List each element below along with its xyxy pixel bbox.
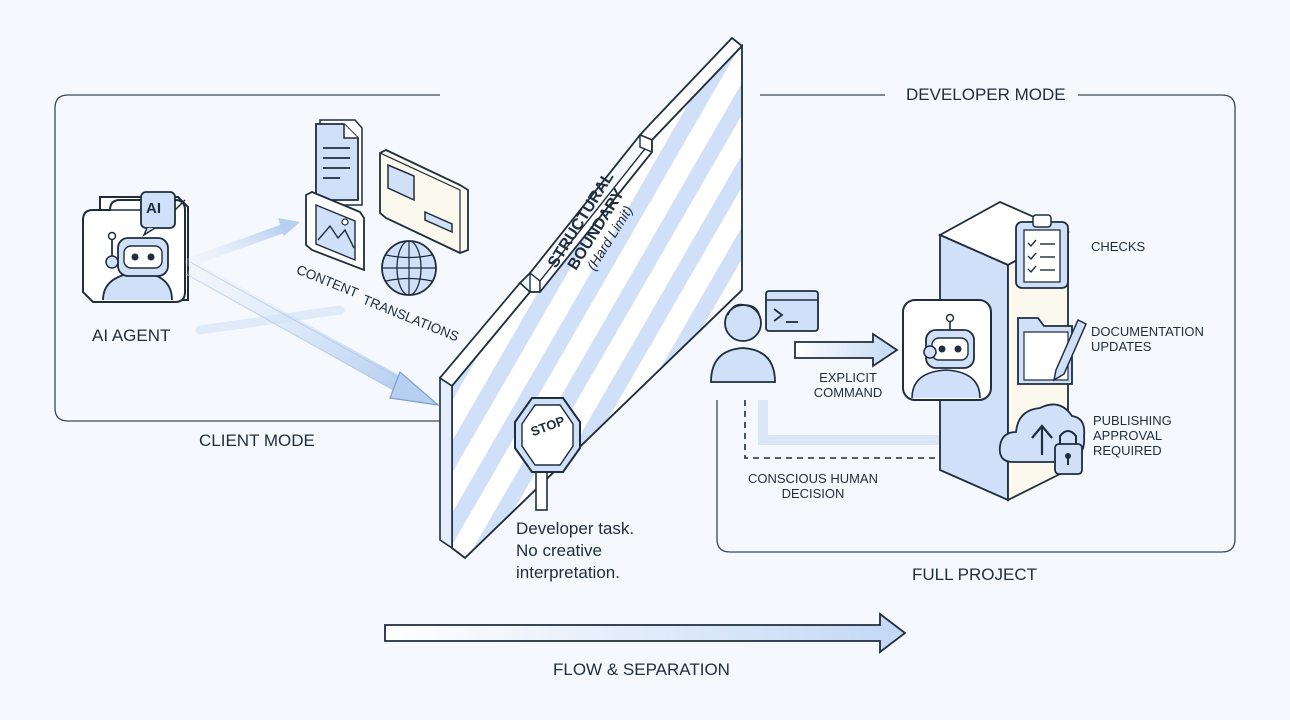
robot-icon bbox=[102, 231, 173, 301]
layout-card-icon bbox=[379, 148, 469, 254]
conscious-decision-label: CONSCIOUS HUMAN DECISION bbox=[740, 471, 886, 502]
flow-separation-label: FLOW & SEPARATION bbox=[553, 660, 730, 679]
blocked-arrow bbox=[185, 261, 440, 406]
publishing-line1: PUBLISHING bbox=[1093, 413, 1172, 428]
decision-dashed-path bbox=[744, 400, 945, 459]
explicit-command-label: EXPLICIT COMMAND bbox=[803, 370, 893, 401]
explicit-command-line1: EXPLICIT bbox=[819, 370, 877, 385]
folder-pencil-icon bbox=[1017, 317, 1087, 385]
robot-icon bbox=[923, 313, 975, 369]
full-project-label: FULL PROJECT bbox=[912, 565, 1038, 584]
developer-task-line3: interpretation. bbox=[516, 563, 620, 583]
client-mode-label: CLIENT MODE bbox=[199, 431, 315, 450]
developer-task-line2: No creative bbox=[516, 541, 602, 561]
developer-mode-frame bbox=[716, 94, 1236, 553]
ai-agent-label: AI AGENT bbox=[92, 326, 171, 345]
checks-label: CHECKS bbox=[1091, 239, 1146, 254]
conscious-decision-line2: DECISION bbox=[781, 485, 845, 501]
flow-arrow bbox=[384, 612, 907, 654]
stop-sign-icon bbox=[514, 397, 581, 511]
globe-icon bbox=[381, 240, 437, 296]
lock-icon bbox=[1054, 430, 1083, 475]
command-arrow bbox=[794, 332, 899, 368]
publishing-approval-label: PUBLISHING APPROVAL REQUIRED bbox=[1093, 413, 1172, 459]
conscious-decision-line1: CONSCIOUS HUMAN bbox=[747, 471, 878, 486]
client-mode-frame bbox=[54, 94, 440, 422]
explicit-command-line2: COMMAND bbox=[813, 384, 883, 400]
publishing-line3: REQUIRED bbox=[1093, 442, 1162, 458]
ai-speech-bubble bbox=[140, 191, 176, 237]
clipboard-checklist-icon bbox=[1015, 214, 1069, 289]
content-arrow bbox=[185, 218, 300, 267]
developer-task-line1: Developer task. bbox=[516, 519, 635, 538]
person-icon bbox=[710, 303, 776, 383]
ai-badge-label: AI bbox=[146, 200, 161, 217]
documentation-updates-label: DOCUMENTATION UPDATES bbox=[1091, 324, 1204, 355]
structural-boundary-wall bbox=[438, 36, 744, 560]
developer-mode-label: DEVELOPER MODE bbox=[906, 85, 1066, 104]
ai-agent-tile bbox=[82, 191, 189, 303]
documentation-line2: UPDATES bbox=[1091, 338, 1152, 354]
image-icon bbox=[305, 191, 365, 272]
terminal-icon bbox=[765, 290, 819, 332]
publishing-line2: APPROVAL bbox=[1093, 427, 1163, 443]
documentation-line1: DOCUMENTATION bbox=[1091, 324, 1204, 339]
developer-task-note: Developer task. No creative interpretati… bbox=[516, 518, 634, 584]
project-robot-tile bbox=[902, 299, 992, 401]
document-icon bbox=[315, 119, 363, 206]
